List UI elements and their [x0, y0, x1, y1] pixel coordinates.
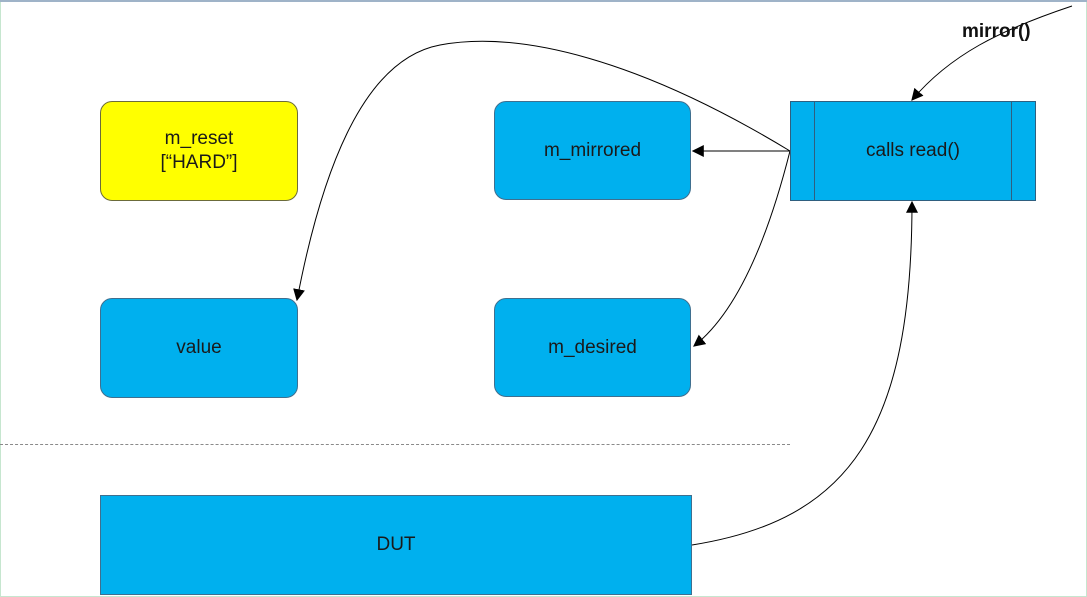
node-dut: DUT	[100, 495, 692, 595]
node-calls-read-label: calls read()	[866, 140, 960, 161]
edge-read-to-desired	[693, 150, 791, 347]
dashed-divider	[0, 444, 790, 445]
node-value-label: value	[176, 337, 222, 358]
node-m-desired: m_desired	[494, 298, 691, 397]
mirror-call-label: mirror()	[962, 21, 1031, 42]
edge-mirror-to-read	[911, 5, 1073, 101]
top-border	[0, 0, 1087, 2]
node-calls-read: calls read()	[790, 101, 1036, 201]
process-bar-left	[814, 102, 815, 200]
edge-read-to-value	[293, 40, 791, 302]
process-bar-right	[1011, 102, 1012, 200]
node-value: value	[100, 298, 298, 398]
edge-dut-to-read	[691, 200, 918, 546]
node-m-reset-name: m_reset	[164, 128, 234, 149]
node-m-mirrored: m_mirrored	[494, 101, 691, 200]
node-m-mirrored-label: m_mirrored	[543, 139, 642, 161]
node-dut-label: DUT	[376, 534, 416, 555]
node-m-reset-kind: [“HARD”]	[160, 152, 238, 173]
node-m-desired-label: m_desired	[548, 336, 637, 358]
node-m-reset: m_reset [“HARD”]	[100, 101, 298, 201]
